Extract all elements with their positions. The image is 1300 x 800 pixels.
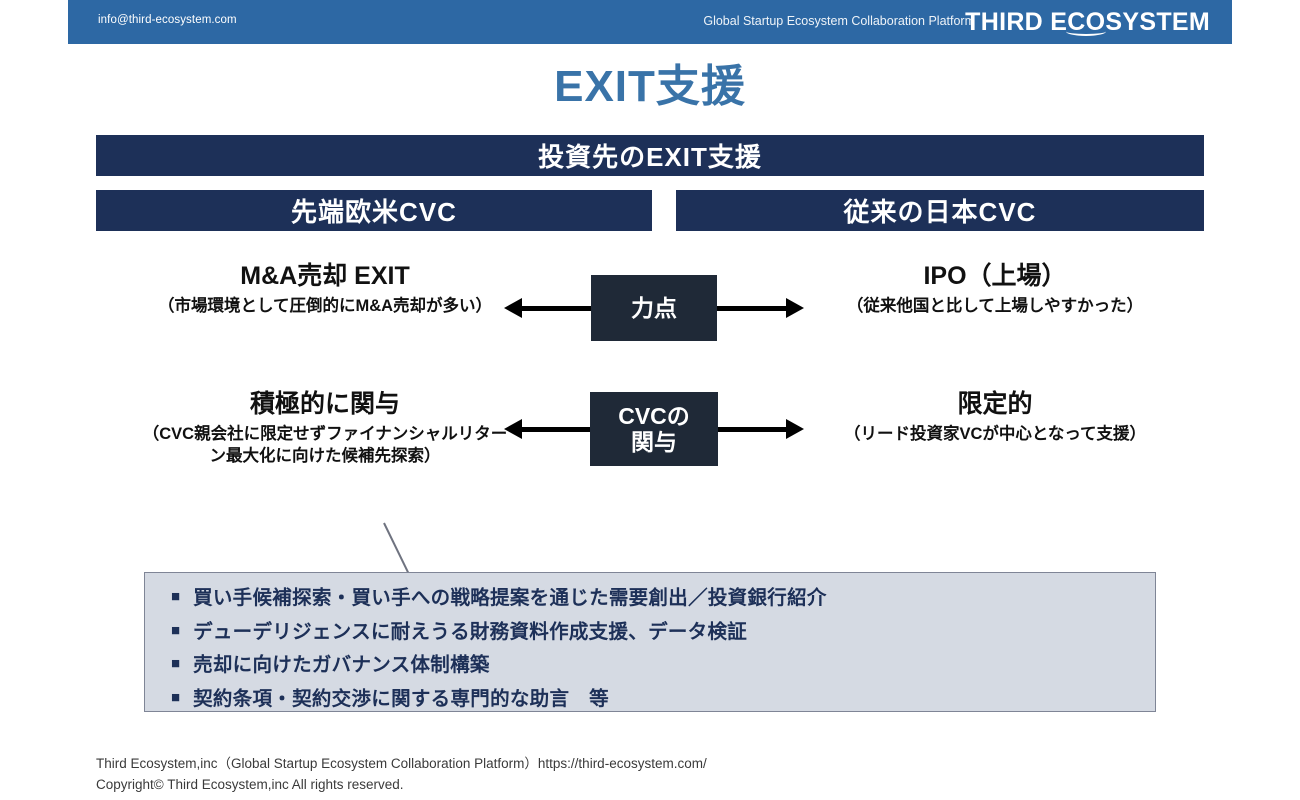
brand-logo-e: E	[1050, 8, 1068, 36]
footer-line-1: Third Ecosystem,inc（Global Startup Ecosy…	[96, 756, 707, 771]
brand-logo: THIRD ECOSYSTEM	[965, 7, 1210, 37]
row1-arrow-right-icon	[717, 297, 804, 319]
list-item: ■ 売却に向けたガバナンス体制構築	[171, 652, 1155, 680]
support-services-box: ■ 買い手候補探索・買い手への戦略提案を通じた需要創出／投資銀行紹介 ■ デュー…	[144, 572, 1156, 712]
row2-center-box-line2: 関与	[631, 429, 677, 455]
row2-left-main: 積極的に関与	[249, 390, 400, 418]
list-item-text: デューデリジェンスに耐えうる財務資料作成支援、データ検証	[193, 620, 748, 643]
list-item: ■ 契約条項・契約交渉に関する専門的な助言 等	[171, 686, 1155, 714]
row2-center-box-line1: CVCの	[618, 402, 690, 429]
section-banner: 投資先のEXIT支援	[96, 135, 1204, 176]
list-item-text: 買い手候補探索・買い手への戦略提案を通じた需要創出／投資銀行紹介	[193, 587, 827, 609]
row2-left-cell: 積極的に関与 （CVC親会社に限定せずファイナンシャルリターン最大化に向けた候補…	[140, 390, 510, 467]
row1-left-sub: （市場環境として圧倒的にM&A売却が多い）	[157, 296, 493, 315]
row1-right-main: IPO（上場）	[923, 262, 1067, 290]
brand-logo-system: SYSTEM	[1105, 8, 1210, 36]
connector-line	[383, 522, 411, 576]
row1-left-main: M&A売却 EXIT	[240, 262, 410, 290]
row1-right-cell: IPO（上場） （従来他国と比して上場しやすかった）	[810, 262, 1180, 317]
row2-right-cell: 限定的 （リード投資家VCが中心となって支援）	[820, 390, 1170, 445]
list-item-text: 売却に向けたガバナンス体制構築	[193, 654, 490, 677]
list-item: ■ デューデリジェンスに耐えうる財務資料作成支援、データ検証	[171, 619, 1155, 647]
square-bullet-icon: ■	[171, 621, 181, 639]
contact-email[interactable]: info@third-ecosystem.com	[98, 14, 237, 26]
row1-center-group: 力点	[504, 275, 804, 341]
column-header-right: 従来の日本CVC	[676, 190, 1204, 231]
row2-right-main: 限定的	[957, 390, 1033, 418]
row2-center-box: CVCの 関与	[590, 392, 718, 466]
row2-arrow-right-icon	[718, 418, 804, 440]
header-tagline: Global Startup Ecosystem Collaboration P…	[703, 14, 975, 28]
brand-logo-third: THIRD	[965, 8, 1044, 36]
row2-right-sub: （リード投資家VCが中心となって支援）	[843, 424, 1147, 443]
brand-logo-co-swoosh-icon: CO	[1066, 8, 1107, 36]
row2-arrow-left-icon	[504, 418, 590, 440]
footer-line-2: Copyright© Third Ecosystem,inc All right…	[96, 776, 404, 792]
footer: Third Ecosystem,inc（Global Startup Ecosy…	[96, 754, 707, 796]
row2-center-group: CVCの 関与	[504, 392, 804, 466]
top-header-bar: info@third-ecosystem.com Global Startup …	[68, 0, 1232, 44]
column-header-left: 先端欧米CVC	[96, 190, 652, 231]
square-bullet-icon: ■	[171, 689, 181, 707]
page-title: EXIT支援	[554, 62, 746, 111]
row1-right-sub: （従来他国と比して上場しやすかった）	[846, 296, 1144, 315]
row2-left-sub: （CVC親会社に限定せずファイナンシャルリターン最大化に向けた候補先探索）	[142, 424, 508, 465]
list-item-text: 契約条項・契約交渉に関する専門的な助言 等	[193, 688, 609, 711]
row1-left-cell: M&A売却 EXIT （市場環境として圧倒的にM&A売却が多い）	[145, 262, 505, 317]
square-bullet-icon: ■	[171, 588, 181, 605]
square-bullet-icon: ■	[171, 655, 181, 673]
row1-arrow-left-icon	[504, 297, 591, 319]
row1-center-box: 力点	[591, 275, 717, 341]
list-item: ■ 買い手候補探索・買い手への戦略提案を通じた需要創出／投資銀行紹介	[171, 585, 1155, 613]
